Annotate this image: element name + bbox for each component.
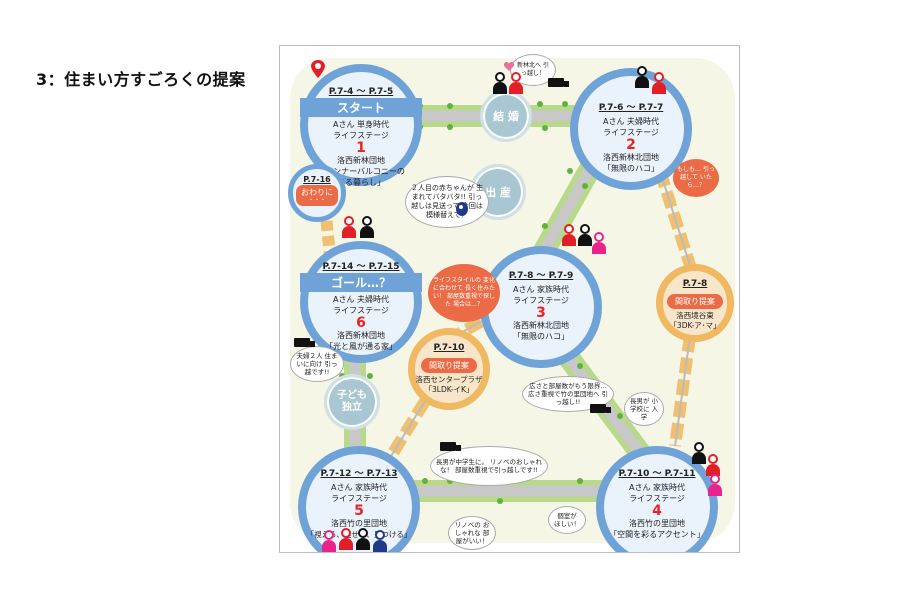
heart-icon (504, 62, 514, 71)
node-person: Aさん 単身時代 (332, 120, 389, 129)
truck-icon (548, 78, 569, 87)
node-plan: 「無限のハコ」 (603, 164, 659, 173)
plan-tag: 間取り提案 (667, 294, 723, 309)
node-complex: 洛西竹の里団地 (629, 519, 685, 528)
plan-node-a[interactable]: P.7-8 間取り提案 洛西境谷東 「3DK-ア･マ」 (656, 264, 734, 342)
node-pages: P.7-14 ～ P.7-15 (322, 262, 400, 272)
ending-tag-dots: ・・・ (307, 197, 326, 204)
person-icon-girl (708, 474, 722, 496)
node-stage-number: 4 (652, 503, 662, 519)
node-pages: P.7-8 (682, 279, 708, 289)
bubble-school-entry: 長男が 小学校に 入学 (624, 392, 664, 426)
bubble-second-baby: ２人目の赤ちゃんが 生まれてバタバタ!! 引っ越しは見送って 今回は模様替えで！ (405, 176, 489, 228)
node-banner: ゴール…？ (300, 273, 422, 292)
node-complex: 洛西竹の里団地 (331, 519, 387, 528)
node-stage-label: ライフステージ (333, 131, 389, 140)
bubble-couple-move: 夫婦２人 住まいに向け 引っ越です!! (290, 346, 344, 382)
node-pages: P.7-12 ～ P.7-13 (320, 469, 398, 479)
person-icon-man (356, 528, 370, 550)
person-icon-girl (592, 232, 606, 254)
node-stage-label: ライフステージ (603, 128, 659, 137)
event-marriage: 結 婚 (480, 90, 532, 142)
node-stage-number: 5 (354, 503, 364, 519)
ending-tag: おわりに ・・・ (296, 185, 338, 206)
person-icon-boy (373, 530, 387, 552)
plan-node-b[interactable]: P.7-10 間取り提案 洛西センタープラザ 「3LDK-イK」 (408, 328, 490, 410)
node-pages: P.7-8 ～ P.7-9 (508, 271, 574, 281)
person-icon-man (493, 72, 507, 94)
location-pin-icon (311, 60, 325, 78)
bubble-junior-high: 長男が中学生に。 リノベのおしゃれな！ 部屋数重視で引っ越しです!! (430, 446, 548, 486)
truck-icon (590, 404, 611, 413)
stage-node-3[interactable]: P.7-8 ～ P.7-9 Aさん 家族時代 ライフステージ 3 洛西新林北団地… (480, 246, 602, 368)
person-icon-woman (652, 72, 666, 94)
ending-tag-label: おわりに (301, 188, 333, 197)
person-icon-woman (342, 216, 356, 238)
node-pages: P.7-6 ～ P.7-7 (598, 103, 664, 113)
node-pages: P.7-4 ～ P.7-5 (328, 87, 394, 97)
plan-complex: 洛西センタープラザ (415, 375, 483, 384)
node-pages: P.7-16 (303, 175, 331, 184)
plan-tag: 間取り提案 (421, 358, 477, 373)
alt-route-plan-a-stage4 (669, 335, 696, 447)
node-complex: 洛西新林団地 (337, 331, 385, 340)
node-stage-label: ライフステージ (331, 494, 387, 503)
node-person: Aさん 家族時代 (512, 285, 569, 294)
person-icon-man (635, 66, 649, 88)
node-stage-label: ライフステージ (513, 296, 569, 305)
person-icon-girl (322, 530, 336, 552)
truck-icon (440, 442, 461, 451)
stage-node-2[interactable]: P.7-6 ～ P.7-7 Aさん 夫婦時代 ライフステージ 2 洛西新林北団地… (570, 68, 692, 190)
node-stage-label: ライフステージ (333, 306, 389, 315)
person-icon-woman (706, 454, 720, 476)
node-banner: スタート (300, 98, 422, 117)
node-person: Aさん 家族時代 (628, 483, 685, 492)
person-icon-woman (339, 528, 353, 550)
node-plan: 「空間を彩るアクセント」 (609, 530, 705, 539)
truck-icon (294, 338, 315, 347)
event-independence: 子ども 独立 (324, 374, 380, 430)
node-person: Aさん 家族時代 (330, 483, 387, 492)
page-title: 3：住まい方すごろくの提案 (36, 70, 246, 89)
node-pages: P.7-10 (433, 343, 465, 353)
node-complex: 洛西新林団地 (337, 156, 385, 165)
node-stage-number: 2 (626, 137, 636, 153)
node-plan: 「無限のハコ」 (513, 332, 569, 341)
bubble-lifestyle-change: ライフスタイルの 変化に合わせて 長く住みたい！ 部屋数重視で探した 場合は…？ (428, 264, 500, 322)
plan-name: 「3LDK-イK」 (424, 385, 474, 394)
plan-name: 「3DK-ア･マ」 (669, 321, 721, 330)
bubble-private-room: 個室が ほしい！ (548, 506, 586, 534)
node-stage-number: 6 (356, 315, 366, 331)
node-complex: 洛西新林北団地 (513, 321, 569, 330)
person-icon-man (692, 442, 706, 464)
person-icon-woman (509, 72, 523, 94)
bubble-renovated-room: リノベの おしゃれな 部屋がいい！ (448, 516, 496, 550)
bubble-what-if-moved: もしも… 引っ越して いたら…？ (673, 159, 719, 197)
plan-complex: 洛西境谷東 (676, 311, 714, 320)
node-complex: 洛西新林北団地 (603, 153, 659, 162)
node-plan: 「インナーバルコニーの ある暮らし」 (317, 167, 405, 187)
node-person: Aさん 夫婦時代 (332, 295, 389, 304)
baby-icon (456, 202, 468, 216)
node-stage-number: 1 (356, 140, 366, 156)
stage-node-goal[interactable]: P.7-14 ～ P.7-15 ゴール…？ Aさん 夫婦時代 ライフステージ 6… (300, 241, 422, 363)
person-icon-man (578, 224, 592, 246)
node-person: Aさん 夫婦時代 (602, 117, 659, 126)
sugoroku-board: P.7-4 ～ P.7-5 スタート Aさん 単身時代 ライフステージ 1 洛西… (279, 45, 740, 553)
person-icon-woman (562, 224, 576, 246)
node-stage-label: ライフステージ (629, 494, 685, 503)
node-plan: 「光と風が通る家」 (325, 342, 397, 351)
person-icon-man (360, 216, 374, 238)
ending-node[interactable]: P.7-16 おわりに ・・・ (288, 164, 346, 222)
alt-route-stage2-plan-a (654, 169, 701, 283)
node-stage-number: 3 (536, 305, 546, 321)
node-pages: P.7-10 ～ P.7-11 (618, 469, 696, 479)
